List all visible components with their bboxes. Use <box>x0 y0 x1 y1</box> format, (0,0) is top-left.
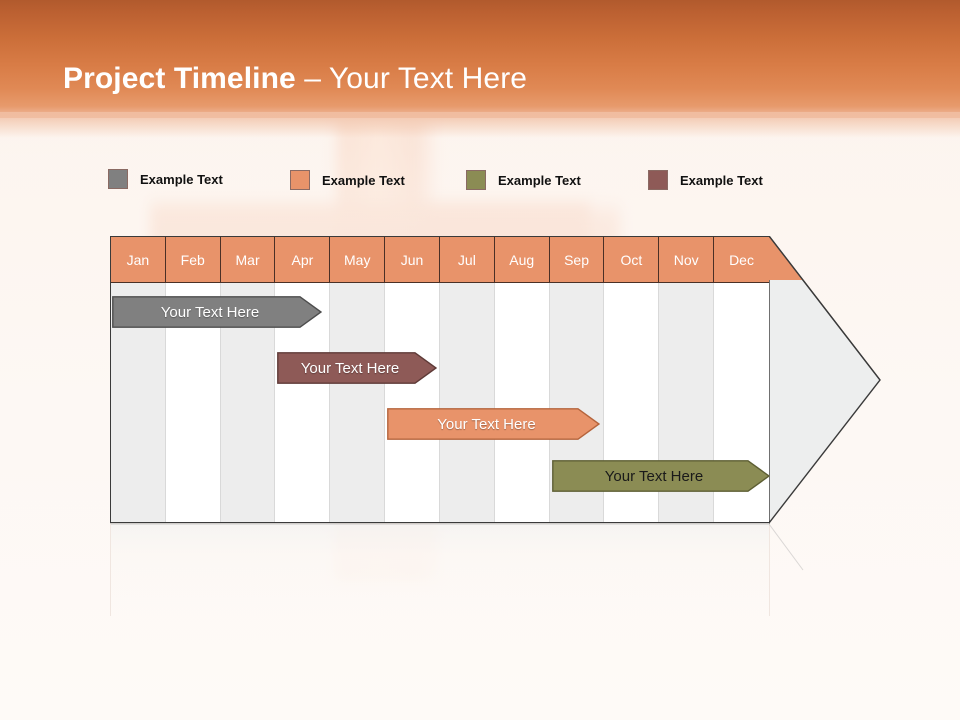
month-header-dec[interactable]: Dec <box>714 237 769 283</box>
month-header-may[interactable]: May <box>330 237 386 283</box>
legend-item-2[interactable]: Example Text <box>290 170 405 190</box>
month-header-nov[interactable]: Nov <box>659 237 715 283</box>
timeline-bar-label-3: Your Text Here <box>437 415 536 433</box>
timeline-column-feb <box>165 237 221 522</box>
month-header-mar[interactable]: Mar <box>220 237 276 283</box>
legend-item-1[interactable]: Example Text <box>108 169 223 189</box>
month-header-apr[interactable]: Apr <box>275 237 331 283</box>
arrow-head-reflection <box>769 524 839 584</box>
timeline-bar-shape-3 <box>387 408 600 440</box>
timeline-bar-shape-4 <box>552 460 770 492</box>
timeline-bar-4[interactable]: Your Text Here <box>552 460 770 492</box>
grid-reflection <box>110 524 770 616</box>
timeline-bar-3[interactable]: Your Text Here <box>387 408 600 440</box>
legend-swatch-icon-2 <box>290 170 310 190</box>
timeline-column-jan <box>111 237 166 522</box>
month-header-jan[interactable]: Jan <box>111 237 166 283</box>
title-band-fade <box>0 112 960 138</box>
legend-label-4: Example Text <box>680 172 763 188</box>
timeline-month-header-rule <box>111 282 771 283</box>
legend-swatch-icon-3 <box>466 170 486 190</box>
month-header-oct[interactable]: Oct <box>604 237 660 283</box>
timeline-bar-1[interactable]: Your Text Here <box>112 296 322 328</box>
timeline-bar-label-4: Your Text Here <box>604 467 704 485</box>
title-band <box>0 0 960 118</box>
timeline-column-mar <box>220 237 276 522</box>
timeline-column-jul <box>439 237 495 522</box>
timeline-arrow-head <box>769 236 881 524</box>
legend-label-2: Example Text <box>322 172 405 188</box>
month-header-jun[interactable]: Jun <box>385 237 440 283</box>
timeline-bar-2[interactable]: Your Text Here <box>277 352 437 384</box>
timeline-bar-label-1: Your Text Here <box>160 303 260 321</box>
page-title-strong: Project Timeline <box>63 62 296 95</box>
page-title-light: – Your Text Here <box>295 62 528 95</box>
timeline-bar-shape-2 <box>277 352 437 384</box>
month-header-feb[interactable]: Feb <box>165 237 221 283</box>
month-header-sep[interactable]: Sep <box>549 237 605 283</box>
legend-label-3: Example Text <box>498 172 581 188</box>
legend-label-1: Example Text <box>140 171 223 187</box>
legend-item-4[interactable]: Example Text <box>648 170 763 190</box>
timeline-column-aug <box>494 237 550 522</box>
legend-item-3[interactable]: Example Text <box>466 170 581 190</box>
timeline-bar-shape-1 <box>112 296 322 328</box>
timeline-bar-label-2: Your Text Here <box>300 359 400 377</box>
page-title: Project Timeline – Your Text Here <box>63 59 527 99</box>
month-header-aug[interactable]: Aug <box>494 237 550 283</box>
legend-swatch-icon-4 <box>648 170 668 190</box>
legend-swatch-icon-1 <box>108 169 128 189</box>
month-header-jul[interactable]: Jul <box>439 237 495 283</box>
